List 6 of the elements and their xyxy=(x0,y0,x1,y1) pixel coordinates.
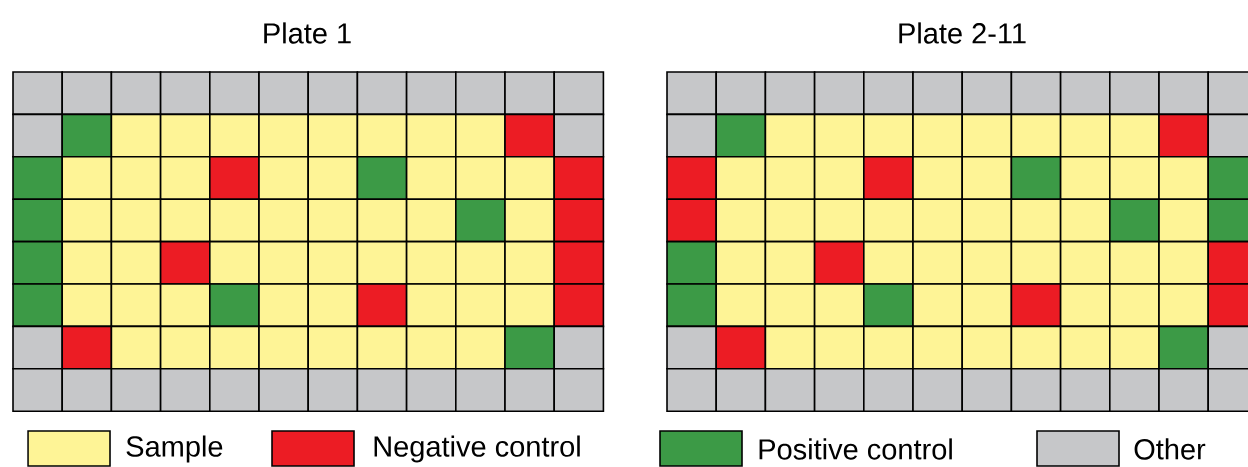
legend-label: Positive control xyxy=(759,438,952,460)
plate-title: Plate 2-11 xyxy=(899,22,1026,44)
legend-label: Negative control xyxy=(374,435,580,463)
legend-label: Sample xyxy=(126,435,223,463)
legend-label: Other xyxy=(1134,438,1206,460)
plate-title: Plate 1 xyxy=(264,22,351,44)
